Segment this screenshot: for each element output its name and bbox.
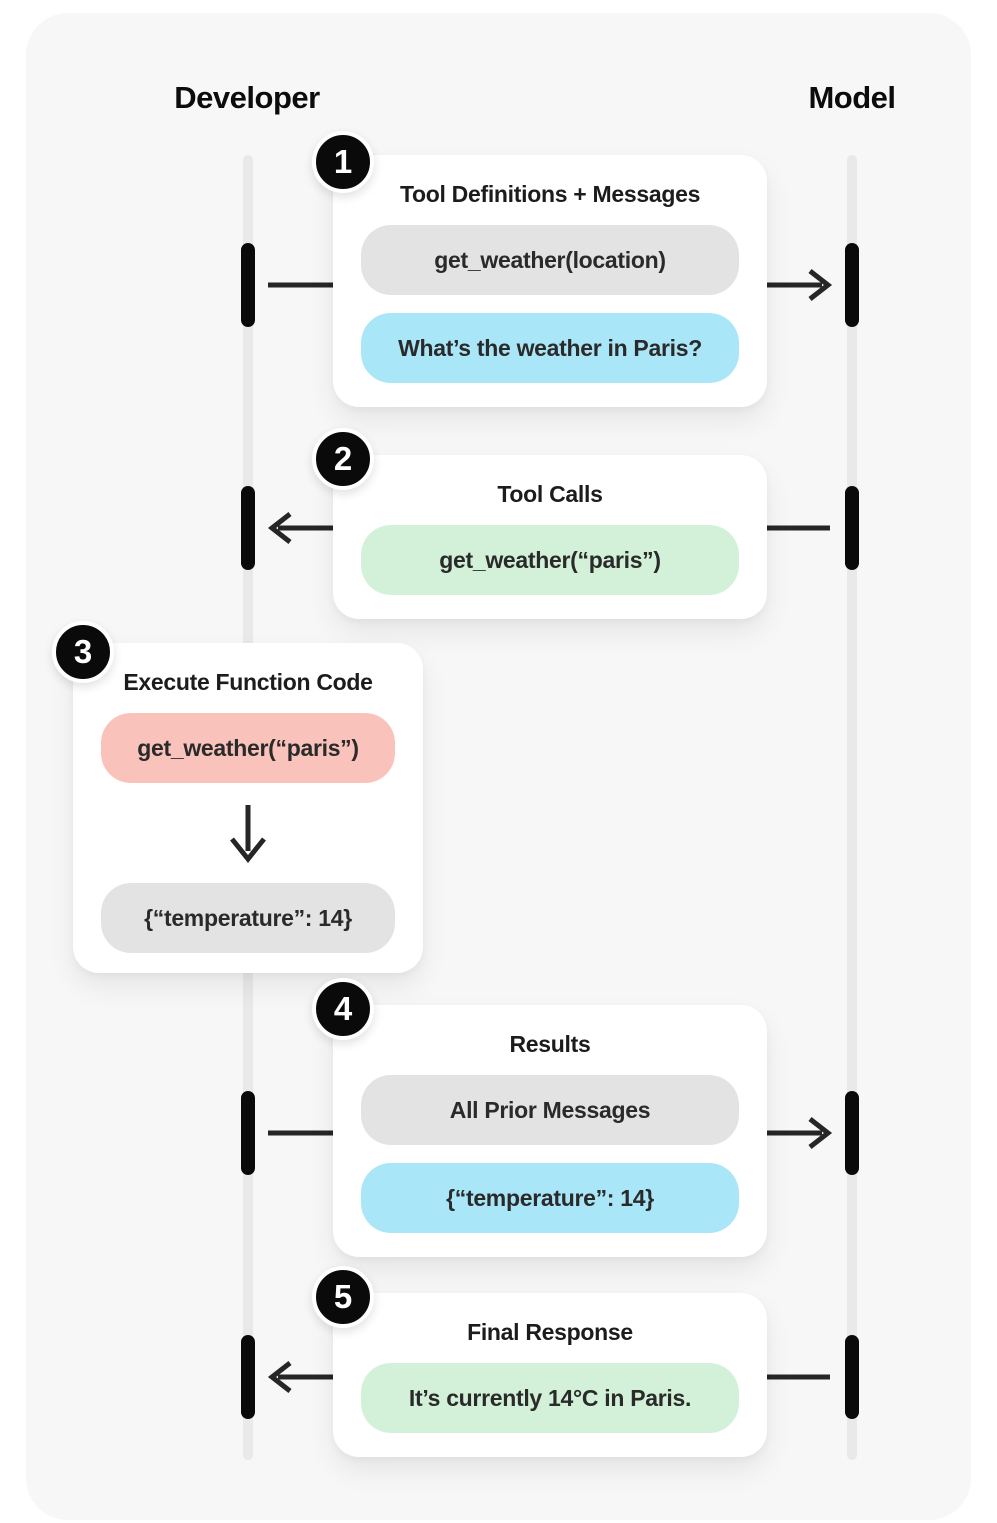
step-card-final-response: Final Response It’s currently 14°C in Pa… xyxy=(333,1293,767,1457)
activation-bar-developer-step4 xyxy=(241,1091,255,1175)
arrow-left-icon xyxy=(267,512,334,544)
step-title: Execute Function Code xyxy=(123,669,373,695)
activation-bar-model-step5 xyxy=(845,1335,859,1419)
activation-bar-developer-step5 xyxy=(241,1335,255,1419)
arrow-right-icon xyxy=(766,1117,833,1149)
pill-tool-definition: get_weather(location) xyxy=(361,225,739,295)
lifeline-model xyxy=(847,155,857,1460)
step-card-tool-calls: Tool Calls get_weather(“paris”) xyxy=(333,455,767,619)
step-badge-1: 1 xyxy=(312,131,374,193)
step-badge-5: 5 xyxy=(312,1266,374,1328)
actor-label-developer: Developer xyxy=(174,80,320,115)
step-title: Tool Calls xyxy=(497,481,603,507)
step-title: Tool Definitions + Messages xyxy=(399,181,701,207)
pill-function-call: get_weather(“paris”) xyxy=(101,713,395,783)
step-badge-4: 4 xyxy=(312,978,374,1040)
step-card-execute-function: Execute Function Code get_weather(“paris… xyxy=(73,643,423,973)
arrow-left-icon xyxy=(267,1361,334,1393)
arrow-down-icon xyxy=(230,805,266,864)
arrow-right-icon xyxy=(766,269,833,301)
activation-bar-model-step4 xyxy=(845,1091,859,1175)
message-line-step5-right xyxy=(766,1374,830,1380)
activation-bar-model-step1 xyxy=(845,243,859,327)
message-line-step2-right xyxy=(766,525,830,531)
actor-label-model: Model xyxy=(808,80,896,115)
step-card-results: Results All Prior Messages {“temperature… xyxy=(333,1005,767,1257)
pill-function-result: {“temperature”: 14} xyxy=(101,883,395,953)
activation-bar-model-step2 xyxy=(845,486,859,570)
activation-bar-developer-step2 xyxy=(241,486,255,570)
step-title: Results xyxy=(509,1031,591,1057)
pill-user-message: What’s the weather in Paris? xyxy=(361,313,739,383)
message-line-step1-left xyxy=(268,282,334,288)
step-card-tool-definitions: Tool Definitions + Messages get_weather(… xyxy=(333,155,767,407)
pill-prior-messages: All Prior Messages xyxy=(361,1075,739,1145)
pill-tool-call: get_weather(“paris”) xyxy=(361,525,739,595)
step-title: Final Response xyxy=(467,1319,633,1345)
step-badge-2: 2 xyxy=(312,428,374,490)
step-badge-3: 3 xyxy=(52,621,114,683)
message-line-step4-left xyxy=(268,1130,334,1136)
pill-final-response: It’s currently 14°C in Paris. xyxy=(361,1363,739,1433)
pill-result-message: {“temperature”: 14} xyxy=(361,1163,739,1233)
activation-bar-developer-step1 xyxy=(241,243,255,327)
